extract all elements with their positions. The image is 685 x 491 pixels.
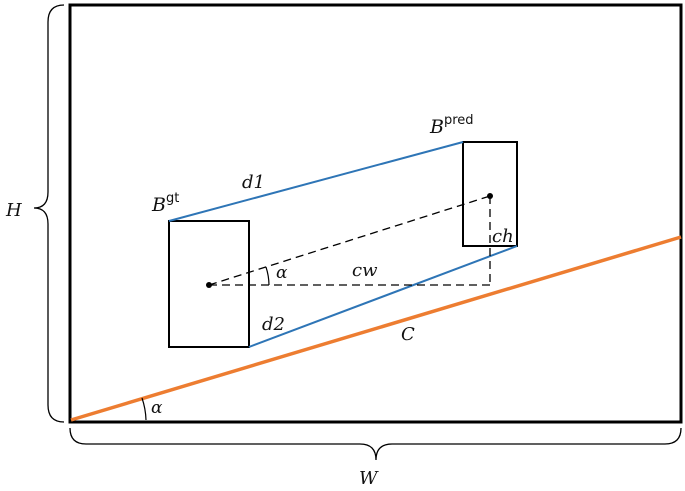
pred-box	[462, 141, 518, 247]
label-w: W	[359, 468, 379, 489]
diagonal-line-c	[70, 235, 682, 422]
label-alpha-inner: α	[276, 263, 288, 283]
d1-line	[168, 141, 464, 222]
gt-box	[168, 220, 250, 348]
inner-alpha-arc	[265, 266, 270, 286]
center-distance-line	[208, 195, 491, 286]
gt-center-point	[206, 282, 212, 288]
label-cw: cw	[352, 260, 378, 281]
label-alpha-outer: α	[151, 398, 163, 418]
label-ch: ch	[492, 226, 514, 247]
d2-line	[248, 245, 518, 348]
height-brace	[33, 4, 65, 423]
width-brace	[69, 427, 682, 461]
label-b-pred: Bpred	[429, 113, 474, 138]
label-c: C	[401, 324, 415, 345]
label-d1: d1	[242, 172, 265, 193]
pred-center-point	[487, 193, 493, 199]
image-frame	[68, 3, 683, 424]
outer-alpha-arc	[141, 397, 147, 421]
label-d2: d2	[262, 314, 285, 335]
label-b-gt: Bgt	[151, 191, 179, 216]
label-h: H	[5, 200, 22, 221]
